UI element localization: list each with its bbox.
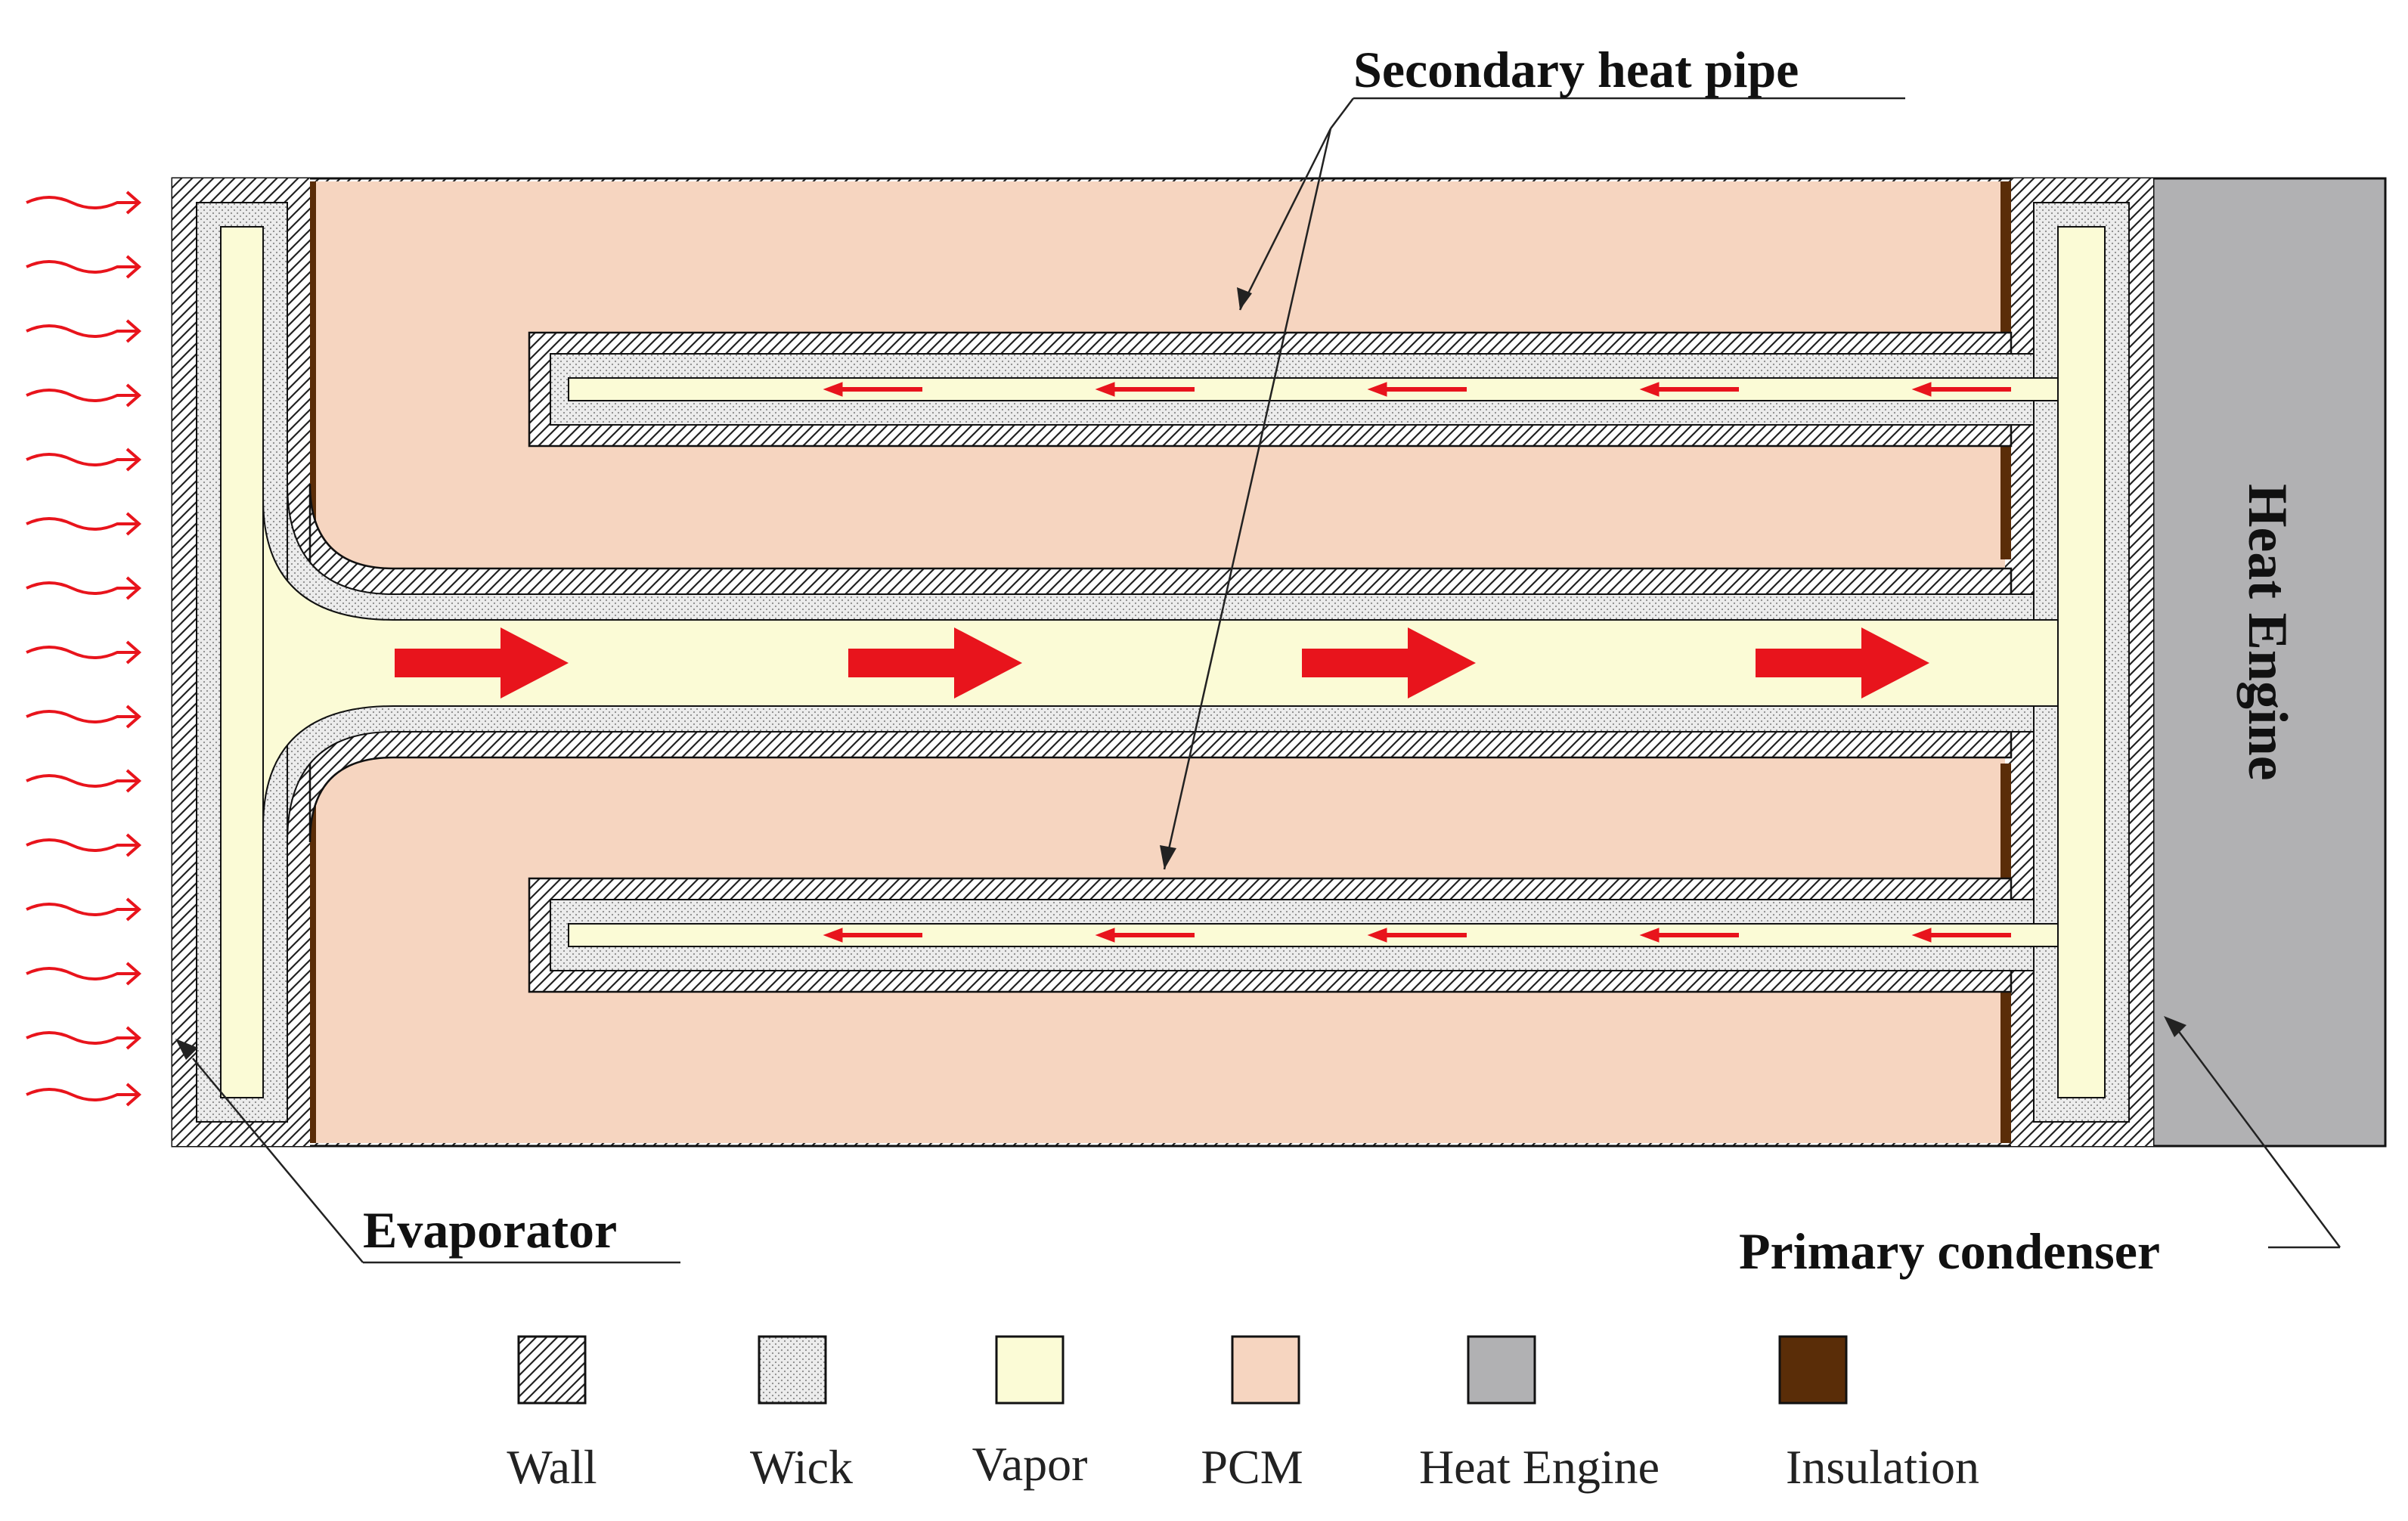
flow-arrow-small <box>1911 928 2011 943</box>
legend-item-insulation: Insulation <box>1778 1335 1979 1494</box>
legend-label-wall: Wall <box>507 1440 597 1494</box>
heat-arrow <box>26 255 142 279</box>
flow-arrow-small <box>1911 382 2011 397</box>
legend-swatch-heat-engine <box>1467 1335 1536 1405</box>
trunk-vapor-core <box>262 498 2059 828</box>
evaporator-label: Evaporator <box>363 1201 617 1259</box>
legend-item-wall: Wall <box>507 1335 597 1494</box>
legend-label-vapor: Vapor <box>972 1437 1088 1491</box>
legend-label-wick: Wick <box>750 1440 853 1494</box>
heat-engine-block <box>2152 177 2387 1148</box>
primary-pipe <box>172 178 2153 1146</box>
secondary-pipe-top <box>528 331 2059 448</box>
heat-arrow <box>26 319 142 343</box>
flow-arrow-large <box>848 627 1022 699</box>
flow-arrow-small <box>1639 928 1739 943</box>
legend-item-heat-engine: Heat Engine <box>1419 1335 1660 1494</box>
heat-arrow <box>26 448 142 472</box>
legend-swatch-insulation <box>1778 1335 1848 1405</box>
primary-condenser-label: Primary condenser <box>1739 1222 2160 1280</box>
heat-arrow <box>26 1083 142 1107</box>
heat-pipe-body <box>171 177 2387 1148</box>
callout-arrowheads <box>175 287 2186 1060</box>
legend-item-pcm: PCM <box>1201 1335 1303 1494</box>
flow-arrow-small <box>1367 382 1467 397</box>
heat-arrow <box>26 962 142 986</box>
flow-arrow-large <box>395 627 569 699</box>
flow-arrow-small <box>1095 928 1195 943</box>
legend-swatch-vapor <box>995 1335 1065 1405</box>
legend-swatch-wick <box>758 1335 827 1405</box>
heat-input-arrows <box>26 191 142 1107</box>
secondary-heat-pipe-label: Secondary heat pipe <box>1353 41 1799 98</box>
flow-arrow-small <box>1367 928 1467 943</box>
heat-arrow <box>26 769 142 793</box>
heat-arrow <box>26 383 142 407</box>
legend-label-insulation: Insulation <box>1786 1440 1979 1494</box>
evaporator-vapor-core <box>220 226 264 1098</box>
legend-swatch-wall <box>517 1335 587 1405</box>
legend-label-pcm: PCM <box>1201 1440 1303 1494</box>
flow-arrow-small <box>1095 382 1195 397</box>
legend: Wall Wick Vapor PCM Heat Engine Insulati… <box>507 1335 1979 1494</box>
heat-engine-label: Heat Engine <box>2236 484 2298 781</box>
legend-item-wick: Wick <box>750 1335 853 1494</box>
legend-label-heat-engine: Heat Engine <box>1419 1440 1660 1494</box>
flow-arrow-small <box>1639 382 1739 397</box>
legend-item-vapor: Vapor <box>972 1335 1088 1491</box>
heat-arrow <box>26 705 142 729</box>
flow-arrow-large <box>1302 627 1476 699</box>
heat-arrow <box>26 897 142 922</box>
callouts <box>192 97 2341 1264</box>
flow-arrow-small <box>823 382 922 397</box>
heat-arrow <box>26 576 142 600</box>
heat-arrow <box>26 512 142 536</box>
flow-arrow-large <box>1756 627 1929 699</box>
heat-arrow <box>26 1026 142 1050</box>
heat-arrow <box>26 191 142 215</box>
secondary-pipe-bottom <box>528 877 2059 993</box>
heat-arrow <box>26 640 142 664</box>
legend-swatch-pcm <box>1231 1335 1300 1405</box>
heat-arrow <box>26 833 142 857</box>
flow-arrow-small <box>823 928 922 943</box>
vapor-flow-arrows <box>395 627 1929 699</box>
secondary-flow-arrows <box>823 382 2011 943</box>
condenser-vapor-core <box>2057 226 2106 1098</box>
